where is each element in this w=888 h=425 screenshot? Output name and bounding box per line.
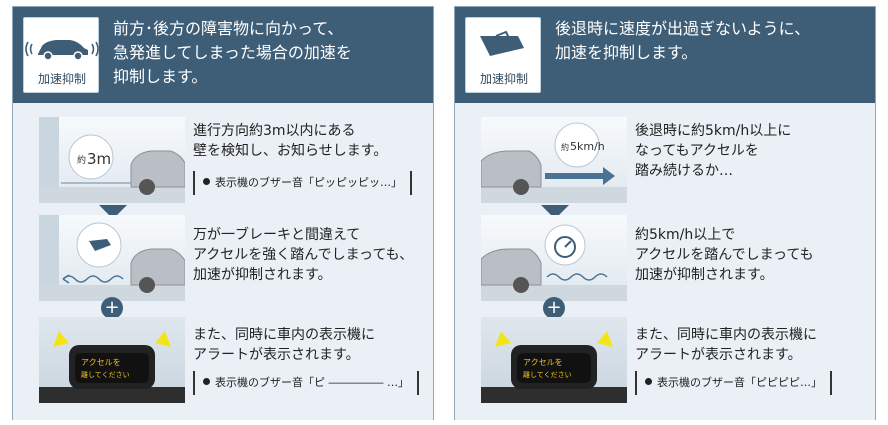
wheel-icon — [513, 179, 529, 195]
desc-line: アラートが表示されます。 — [193, 347, 360, 363]
left-panel: 加速抑制 前方･後方の障害物に向かって、 急発進してしまった場合の加速を 抑制し… — [12, 6, 434, 420]
warning-flash-icon — [597, 331, 613, 347]
right-header: 加速抑制 後退時に速度が出過ぎないように、 加速を抑制します。 — [455, 7, 875, 103]
distance-prefix: 約 — [77, 154, 86, 166]
desc-line: なってもアクセルを — [635, 143, 759, 159]
bullet-icon — [645, 378, 652, 385]
reverse-speed-illustration: 約 5km/h — [481, 117, 627, 203]
in-car-display-illustration: アクセルを 離してください — [481, 317, 627, 403]
header-text: 後退時に速度が出過ぎないように、 加速を抑制します。 — [555, 17, 865, 65]
buzzer-note: 表示機のブザー音「ピッピッピッ…」 — [193, 171, 412, 195]
desc-line: 約5km/h以上で — [635, 227, 736, 243]
header-line: 急発進してしまった場合の加速を — [113, 43, 352, 62]
step1-description: 後退時に約5km/h以上に なってもアクセルを 踏み続けるか… — [635, 121, 875, 181]
distance-value: 3m — [87, 150, 111, 168]
bullet-icon — [203, 178, 210, 185]
plus-icon: + — [543, 297, 565, 319]
wheel-icon — [139, 179, 155, 195]
step1-description: 進行方向約3m以内にある 壁を検知し、お知らせします。 — [193, 121, 433, 161]
desc-line: 後退時に約5km/h以上に — [635, 123, 792, 139]
desc-line: 壁を検知し、お知らせします。 — [193, 143, 388, 159]
header-line: 抑制します。 — [113, 67, 208, 86]
plus-icon: + — [101, 297, 123, 319]
reverse-suppressed-illustration — [481, 215, 627, 301]
warning-flash-icon — [53, 331, 69, 347]
speed-value: 5km/h — [570, 140, 605, 153]
step3-description: また、同時に車内の表示機に アラートが表示されます。 — [635, 325, 875, 365]
warning-flash-icon — [155, 331, 171, 347]
right-badge: 加速抑制 — [465, 17, 541, 93]
desc-line: 加速が抑制されます。 — [193, 267, 332, 283]
in-car-display-illustration: アクセルを 離してください — [39, 317, 185, 403]
badge-label: 加速抑制 — [479, 72, 528, 86]
pedal-icon — [89, 239, 111, 251]
desc-line: 加速が抑制されます。 — [635, 267, 774, 283]
wheel-icon — [513, 277, 529, 293]
wall-detection-illustration: 約 3m — [39, 117, 185, 203]
header-line: 後退時に速度が出過ぎないように、 — [555, 19, 811, 38]
desc-line: アラートが表示されます。 — [635, 347, 802, 363]
display-text-line: アクセルを — [81, 358, 121, 367]
warning-flash-icon — [495, 331, 511, 347]
step3-description: また、同時に車内の表示機に アラートが表示されます。 — [193, 325, 433, 365]
display-text-line: アクセルを — [523, 358, 563, 367]
speed-prefix: 約 — [561, 142, 569, 152]
step2-description: 約5km/h以上で アクセルを踏んでしまっても 加速が抑制されます。 — [635, 225, 875, 285]
desc-line: また、同時に車内の表示機に — [635, 327, 817, 343]
desc-line: また、同時に車内の表示機に — [193, 327, 375, 343]
speedometer-icon — [554, 236, 576, 258]
left-header: 加速抑制 前方･後方の障害物に向かって、 急発進してしまった場合の加速を 抑制し… — [13, 7, 433, 103]
header-text: 前方･後方の障害物に向かって、 急発進してしまった場合の加速を 抑制します。 — [113, 17, 423, 89]
desc-line: アクセルを強く踏んでしまっても、 — [193, 247, 414, 263]
desc-line: 進行方向約3m以内にある — [193, 123, 356, 139]
step2-description: 万が一ブレーキと間違えて アクセルを強く踏んでしまっても、 加速が抑制されます。 — [193, 225, 433, 285]
desc-line: 踏み続けるか… — [635, 163, 733, 179]
display-text-line: 離してください — [81, 370, 130, 379]
wheel-icon — [139, 277, 155, 293]
badge-label: 加速抑制 — [37, 72, 86, 86]
buzzer-note: 表示機のブザー音「ピ ――――― …」 — [193, 371, 419, 395]
bullet-icon — [203, 378, 210, 385]
desc-line: 万が一ブレーキと間違えて — [193, 227, 361, 243]
display-text-line: 離してください — [523, 370, 572, 379]
right-panel: 加速抑制 後退時に速度が出過ぎないように、 加速を抑制します。 約 5km/h … — [454, 6, 876, 420]
desc-line: アクセルを踏んでしまっても — [635, 247, 814, 263]
car-sensor-icon — [25, 40, 99, 61]
pedal-suppress-icon — [480, 30, 524, 56]
acceleration-suppressed-illustration — [39, 215, 185, 301]
left-badge: 加速抑制 — [23, 17, 99, 93]
arrow-right-icon — [603, 167, 615, 185]
header-line: 加速を抑制します。 — [555, 43, 698, 62]
header-line: 前方･後方の障害物に向かって、 — [113, 19, 344, 38]
buzzer-note: 表示機のブザー音「ピピピピ…」 — [635, 371, 832, 395]
